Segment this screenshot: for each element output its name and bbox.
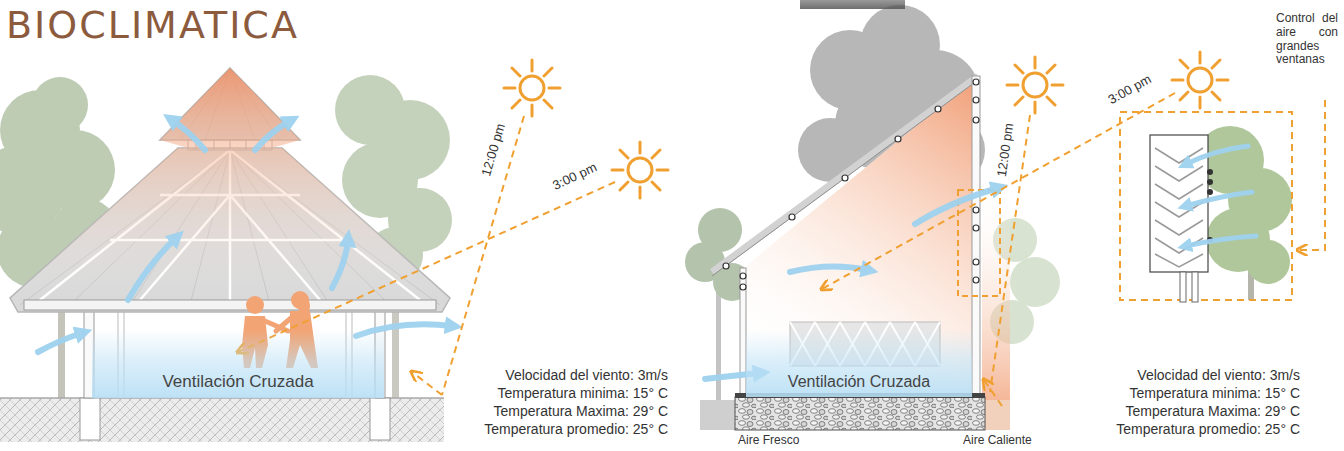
window-detail <box>1155 148 1203 267</box>
air-label: Aire Fresco <box>738 434 799 448</box>
climate-note: Velocidad del viento: 3m/s <box>505 367 668 383</box>
building <box>789 214 795 220</box>
building <box>973 277 979 283</box>
building <box>712 80 978 276</box>
building <box>973 79 979 85</box>
window-detail <box>1180 272 1186 302</box>
building <box>973 225 979 231</box>
climate-note: Temperatura promedio: 25° C <box>484 421 668 437</box>
tree <box>685 208 751 400</box>
sun-path <box>238 182 615 352</box>
climate-note: Velocidad del viento: 3m/s <box>1137 367 1300 383</box>
building <box>723 263 729 269</box>
building <box>972 76 980 397</box>
building <box>982 180 1010 400</box>
tree <box>1010 257 1060 307</box>
window-detail <box>1120 112 1292 300</box>
people <box>246 296 264 314</box>
window-detail <box>1246 240 1290 284</box>
sun-path <box>984 380 1002 406</box>
building <box>712 76 978 272</box>
window-detail <box>1207 179 1213 185</box>
sun-path <box>412 372 442 395</box>
wind-arrow <box>915 188 998 224</box>
building <box>723 79 979 290</box>
building <box>735 397 985 430</box>
pavilion <box>10 68 450 312</box>
time-label: 3:00 pm <box>1106 72 1154 108</box>
band-label: Ventilación Cruzada <box>788 373 930 391</box>
ventilation-band: Ventilación Cruzada <box>746 330 972 397</box>
sun-path <box>990 115 1030 392</box>
sun-path <box>1007 57 1063 113</box>
wind-arrow <box>255 121 290 150</box>
building <box>740 273 746 279</box>
sun-path <box>1172 52 1228 108</box>
window-detail <box>1207 169 1213 243</box>
ground <box>0 398 444 442</box>
time-label: 12:00 pm <box>995 122 1018 178</box>
climate-note: Temperatura Maxima: 29° C <box>1126 403 1300 419</box>
building <box>746 80 972 397</box>
window-detail <box>1192 272 1198 302</box>
window-detail <box>1186 236 1256 246</box>
detail-note: Control del aire con grandes ventanas <box>1276 12 1338 67</box>
diagram-title: BIOCLIMATICA <box>6 4 299 48</box>
sun-path <box>612 142 668 198</box>
window-detail <box>1120 100 1325 302</box>
sun-path <box>822 93 1175 289</box>
climate-note: Temperatura Maxima: 29° C <box>494 403 668 419</box>
wind-arrow <box>172 120 205 150</box>
building <box>973 207 979 213</box>
wind-arrow <box>38 120 452 352</box>
ground <box>80 398 100 440</box>
building <box>842 175 848 181</box>
wind-arrow <box>128 238 176 300</box>
building <box>973 117 979 123</box>
building <box>700 76 1010 430</box>
air-label: Aire Caliente <box>963 434 1032 448</box>
building <box>746 80 972 397</box>
time-label: 12:00 pm <box>479 122 509 178</box>
building <box>973 259 979 265</box>
climate-note: Temperatura promedio: 25° C <box>1116 421 1300 437</box>
window-detail <box>1298 100 1325 250</box>
band-label: Ventilación Cruzada <box>162 372 313 392</box>
climate-note: Temperatura minima: 15° C <box>1129 385 1300 401</box>
climate-note: Temperatura minima: 15° C <box>497 385 668 401</box>
window-detail <box>1186 146 1248 164</box>
ground <box>370 398 390 440</box>
tree <box>32 77 88 133</box>
sun-path <box>442 116 524 395</box>
ventilation-band: Ventilación Cruzada <box>92 330 384 398</box>
building <box>958 190 1000 296</box>
building <box>935 106 941 112</box>
building <box>740 284 746 290</box>
window-detail <box>1207 189 1213 195</box>
building <box>973 97 979 103</box>
window-detail <box>1207 169 1213 175</box>
sun-path <box>504 60 560 116</box>
wind-arrow <box>332 240 348 288</box>
wind-arrow <box>38 333 82 352</box>
tree <box>35 130 115 210</box>
building <box>895 136 901 142</box>
building <box>985 400 1010 430</box>
time-label: 3:00 pm <box>551 160 600 194</box>
building <box>700 400 735 430</box>
pavilion <box>10 68 450 398</box>
ground <box>0 398 444 442</box>
window-detail <box>1186 146 1256 246</box>
window-detail <box>1186 192 1252 206</box>
